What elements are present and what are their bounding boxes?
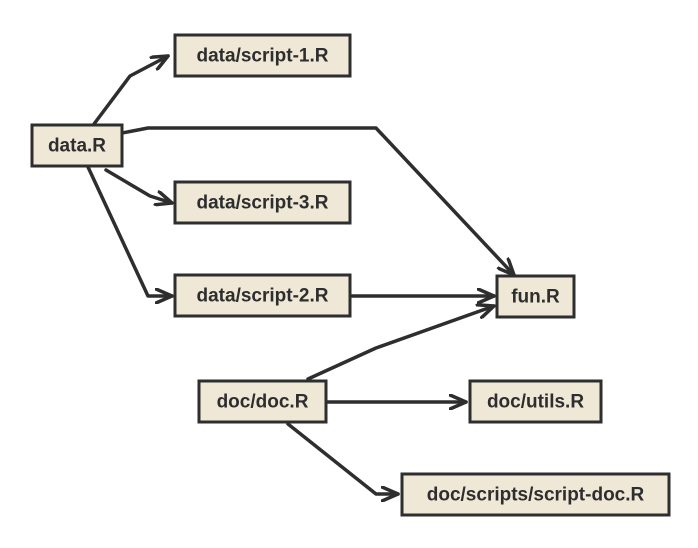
node-data-r[interactable]: data.R	[30, 123, 124, 168]
node-label: data/script-1.R	[197, 46, 329, 67]
edge-data-r-to-script-3	[104, 168, 174, 203]
node-fun-r[interactable]: fun.R	[495, 274, 576, 319]
node-data-script-2[interactable]: data/script-2.R	[173, 273, 352, 318]
edge-doc-r-to-fun-r	[306, 306, 496, 381]
node-doc-doc-r[interactable]: doc/doc.R	[197, 379, 328, 424]
node-label: data.R	[48, 136, 106, 157]
edge-data-r-to-script-2	[86, 165, 174, 296]
nodes: data.R data/script-1.R data/script-3.R d…	[30, 33, 671, 517]
edges	[86, 54, 516, 494]
edge-data-r-to-script-1	[92, 54, 170, 126]
node-data-script-1[interactable]: data/script-1.R	[173, 33, 352, 78]
node-label: data/script-2.R	[197, 286, 329, 307]
node-label: data/script-3.R	[197, 193, 329, 214]
edge-data-r-to-fun-r	[120, 126, 516, 277]
edge-doc-r-to-script-doc	[286, 422, 400, 494]
node-label: fun.R	[511, 287, 560, 308]
node-label: doc/doc.R	[217, 392, 309, 413]
node-doc-scripts-script-doc-r[interactable]: doc/scripts/script-doc.R	[400, 472, 671, 517]
node-data-script-3[interactable]: data/script-3.R	[173, 180, 352, 225]
node-label: doc/utils.R	[487, 392, 584, 413]
node-label: doc/scripts/script-doc.R	[427, 485, 645, 506]
node-doc-utils-r[interactable]: doc/utils.R	[468, 379, 603, 424]
